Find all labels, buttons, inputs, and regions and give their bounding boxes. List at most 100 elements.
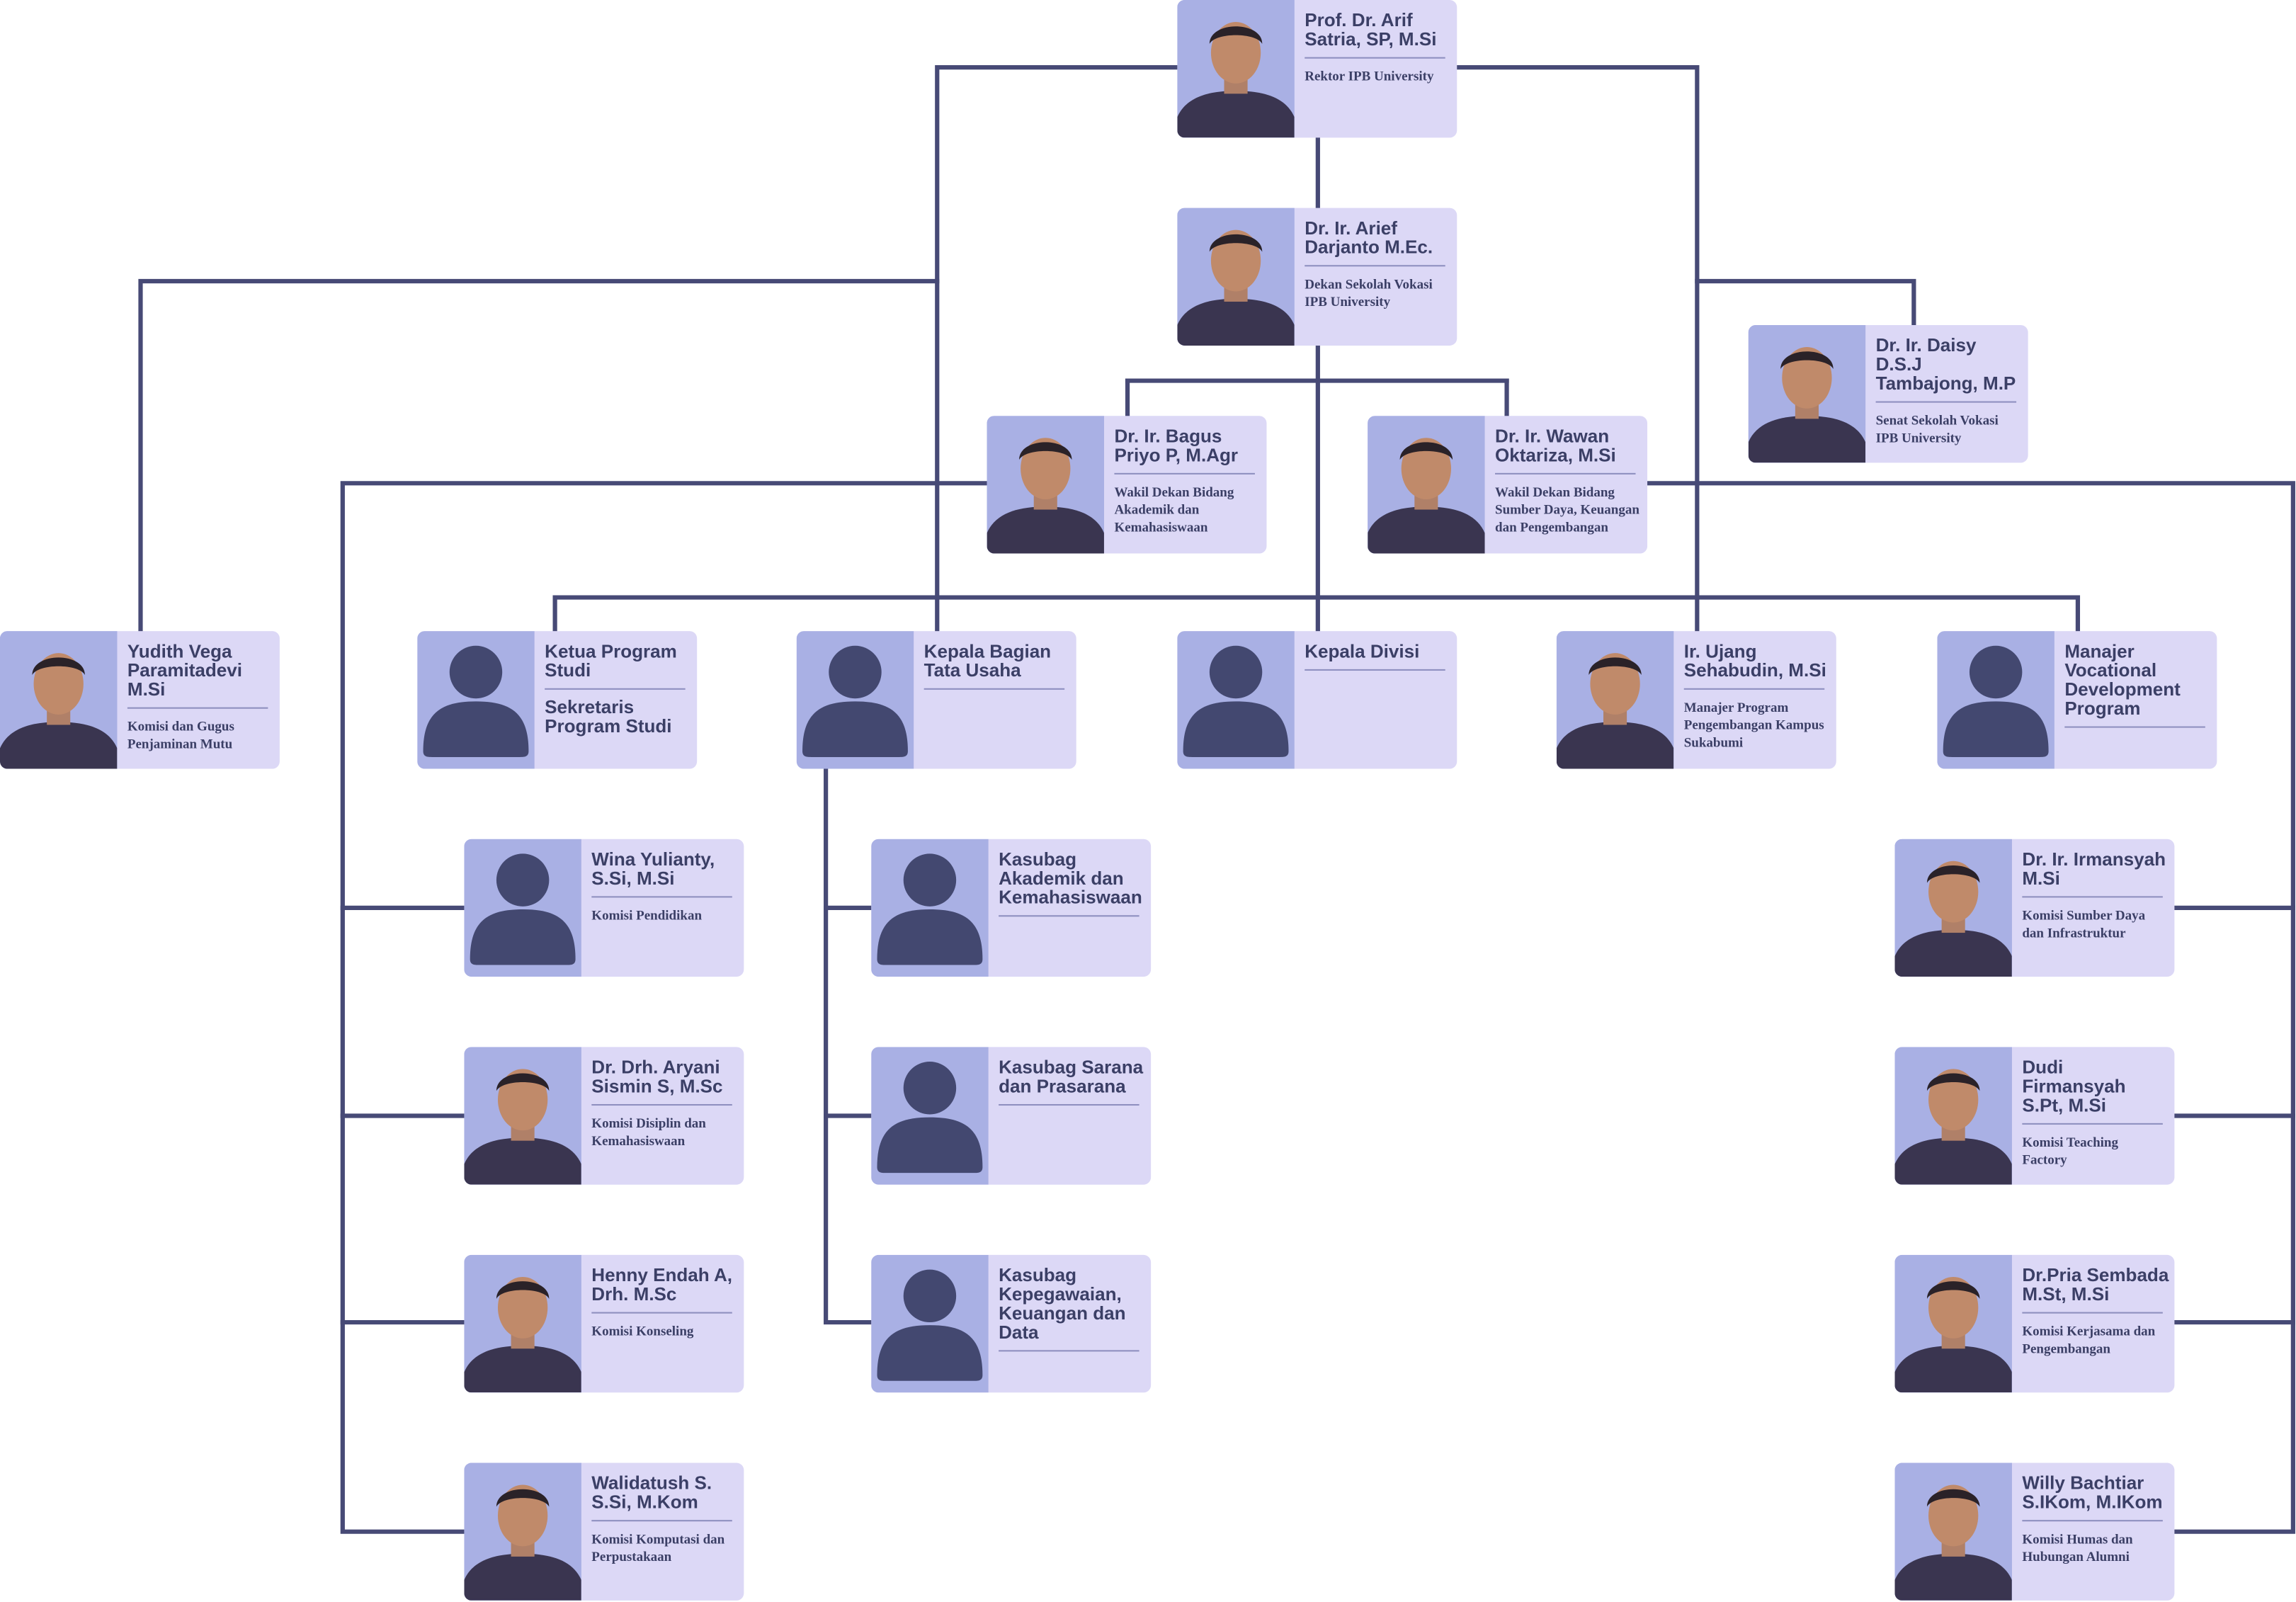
person-role: Wakil Dekan Bidang Akademik dan Kemahasi… xyxy=(1114,484,1234,535)
person-photo xyxy=(1177,208,1295,346)
divider xyxy=(2064,726,2205,728)
person-name: Dr. Drh. Aryani Sismin S, M.Sc xyxy=(591,1057,723,1097)
divider xyxy=(999,1103,1140,1106)
divider xyxy=(1495,472,1636,475)
org-card-kasubag-akad: Kasubag Akademik dan Kemahasiswaan xyxy=(871,839,1152,977)
divider xyxy=(1683,688,1825,690)
person-role: Komisi Kerjasama dan Pengembangan xyxy=(2022,1324,2156,1356)
connector xyxy=(138,278,940,634)
avatar-icon xyxy=(871,839,989,977)
divider xyxy=(1875,401,2017,403)
divider xyxy=(1114,472,1255,475)
person-name: Dr. Ir. Bagus Priyo P, M.Agr xyxy=(1114,426,1239,466)
person-role: Komisi Humas dan Hubungan Alumni xyxy=(2022,1531,2133,1564)
divider xyxy=(1305,265,1445,267)
person-name-secondary: Sekretaris Program Studi xyxy=(545,697,672,737)
divider xyxy=(127,707,268,709)
org-card-kabag: Kepala Bagian Tata Usaha xyxy=(796,631,1076,769)
person-name: Kasubag Kepegawaian, Keuangan dan Data xyxy=(999,1265,1126,1343)
person-role: Senat Sekolah Vokasi IPB University xyxy=(1875,413,1999,445)
person-name: Manajer Vocational Development Program xyxy=(2064,641,2181,720)
connector xyxy=(1644,481,2295,1534)
person-name: Wina Yulianty, S.Si, M.Si xyxy=(591,849,715,890)
org-card-kasubag-sarana: Kasubag Sarana dan Prasarana xyxy=(871,1047,1152,1185)
person-name: Dr. Ir. Arief Darjanto M.Ec. xyxy=(1305,218,1433,258)
connector xyxy=(824,766,874,1325)
person-photo xyxy=(1894,1047,2012,1185)
connector xyxy=(935,65,1180,634)
person-name: Willy Bachtiar S.IKom, M.IKom xyxy=(2022,1473,2163,1513)
avatar-icon xyxy=(871,1254,989,1393)
divider xyxy=(591,1520,732,1522)
person-name: Dr. Ir. Wawan Oktariza, M.Si xyxy=(1495,426,1616,466)
person-photo xyxy=(464,1462,581,1601)
person-photo xyxy=(464,1047,581,1185)
person-name: Dudi Firmansyah S.Pt, M.Si xyxy=(2022,1057,2126,1116)
person-role: Komisi Pendidikan xyxy=(591,907,703,923)
person-role: Wakil Dekan Bidang Sumber Daya, Keuangan… xyxy=(1495,484,1639,535)
person-role: Komisi Disiplin dan Kemahasiswaan xyxy=(591,1115,706,1148)
person-photo xyxy=(1177,0,1295,138)
divider xyxy=(2022,896,2163,898)
divider xyxy=(923,688,1065,690)
person-photo xyxy=(1894,839,2012,977)
person-role: Komisi dan Gugus Penjaminan Mutu xyxy=(127,719,234,751)
org-card-kasubag-kepeg: Kasubag Kepegawaian, Keuangan dan Data xyxy=(871,1254,1152,1393)
person-name: Ketua Program Studi xyxy=(545,641,677,681)
divider xyxy=(2022,1123,2163,1125)
divider xyxy=(591,896,732,898)
person-photo xyxy=(1894,1254,2012,1393)
person-role: Dekan Sekolah Vokasi IPB University xyxy=(1305,276,1433,309)
connector xyxy=(340,481,989,1534)
person-role: Rektor IPB University xyxy=(1305,69,1434,84)
person-name: Dr. Ir. Irmansyah M.Si xyxy=(2022,849,2166,890)
person-photo xyxy=(0,631,118,769)
person-photo xyxy=(1556,631,1674,769)
person-photo xyxy=(1894,1462,2012,1601)
avatar-icon xyxy=(796,631,914,769)
person-photo xyxy=(464,1254,581,1393)
person-name: Prof. Dr. Arif Satria, SP, M.Si xyxy=(1305,10,1437,50)
divider xyxy=(2022,1520,2163,1522)
person-role: Komisi Konseling xyxy=(591,1324,694,1339)
org-card-senat: Dr. Ir. Daisy D.S.J Tambajong, M.P Senat … xyxy=(1748,325,2028,463)
person-name: Walidatush S. S.Si, M.Kom xyxy=(591,1473,712,1513)
person-name: Kepala Bagian Tata Usaha xyxy=(923,641,1052,681)
person-name: Dr. Ir. Daisy D.S.J Tambajong, M.P xyxy=(1875,335,2016,394)
person-role: Komisi Sumber Daya dan Infrastruktur xyxy=(2022,907,2146,941)
divider xyxy=(1305,57,1445,59)
divider xyxy=(591,1103,732,1106)
avatar-icon xyxy=(1937,631,2055,769)
divider xyxy=(999,915,1140,917)
person-name: Ir. Ujang Sehabudin, M.Si xyxy=(1683,641,1826,681)
person-name: Kepala Divisi xyxy=(1305,641,1420,662)
person-role: Manajer Program Pengembangan Kampus Suka… xyxy=(1683,700,1824,750)
person-role: Komisi Teaching Factory xyxy=(2022,1135,2119,1167)
divider xyxy=(999,1350,1140,1352)
person-name: Yudith Vega Paramitadevi M.Si xyxy=(127,641,242,700)
org-card-kadiv: Kepala Divisi xyxy=(1177,631,1457,769)
org-card-dekan: Dr. Ir. Arief Darjanto M.Ec. Dekan Sekola… xyxy=(1177,208,1457,346)
avatar-icon xyxy=(417,631,535,769)
avatar-icon xyxy=(871,1047,989,1185)
person-photo xyxy=(1368,416,1485,554)
person-photo xyxy=(1748,325,1866,463)
divider xyxy=(1305,669,1445,671)
divider xyxy=(545,688,686,690)
connector xyxy=(1455,65,1700,634)
person-photo xyxy=(987,416,1104,554)
